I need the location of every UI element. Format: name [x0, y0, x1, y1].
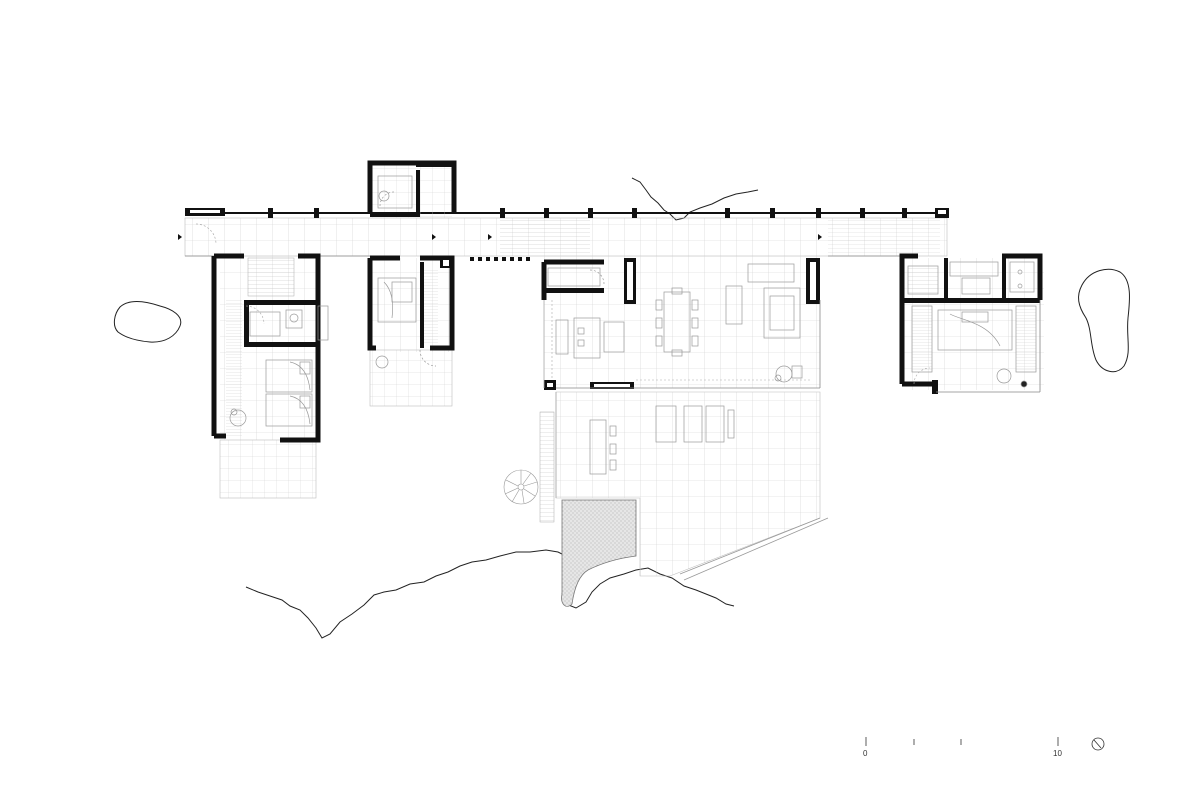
- wing-middle-bedroom: [367, 255, 455, 407]
- scale-bar: [865, 737, 1059, 746]
- wing-tower: [367, 160, 457, 218]
- scale-bar-start-label: 0: [863, 749, 868, 758]
- spiral-stair: [503, 469, 539, 505]
- wing-right-bedroom: [899, 253, 1044, 394]
- north-arrow-icon: [1091, 737, 1105, 751]
- rock-right: [1078, 268, 1131, 373]
- wing-left-bedroom: [211, 253, 329, 499]
- terrace: [503, 391, 829, 607]
- corridor: [178, 208, 949, 261]
- living-pavilion: [541, 256, 821, 390]
- corridor-columns: [268, 208, 907, 218]
- rock-left: [113, 301, 182, 343]
- scale-bar-end-label: 10: [1053, 749, 1062, 758]
